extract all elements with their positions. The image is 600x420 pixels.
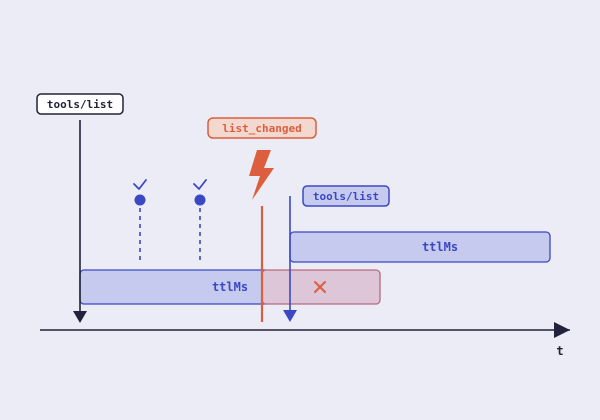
second-call-badge: [302, 185, 390, 207]
lightning-icon: [249, 150, 274, 200]
ttl-window-second-label: ttlMs: [422, 240, 458, 254]
check-icon: [193, 179, 207, 190]
cache-hit-2: [193, 179, 207, 262]
time-axis-label: t: [556, 344, 563, 358]
cache-hit-1: [133, 179, 147, 262]
notification-label: list_changed: [222, 122, 301, 135]
ttl-window-second: [289, 231, 551, 263]
hit-dot: [134, 194, 146, 206]
first-call-arrowhead: [73, 311, 87, 323]
check-icon: [133, 179, 147, 190]
second-call-label: tools/list: [313, 190, 379, 203]
first-call-label: tools/list: [47, 98, 113, 111]
ttl-window-first-label: ttlMs: [212, 280, 248, 294]
notification-badge: [207, 117, 317, 139]
second-call-arrowhead: [283, 310, 297, 322]
hit-dot: [194, 194, 206, 206]
first-call-badge: [36, 93, 124, 115]
cross-icon: [314, 281, 326, 293]
